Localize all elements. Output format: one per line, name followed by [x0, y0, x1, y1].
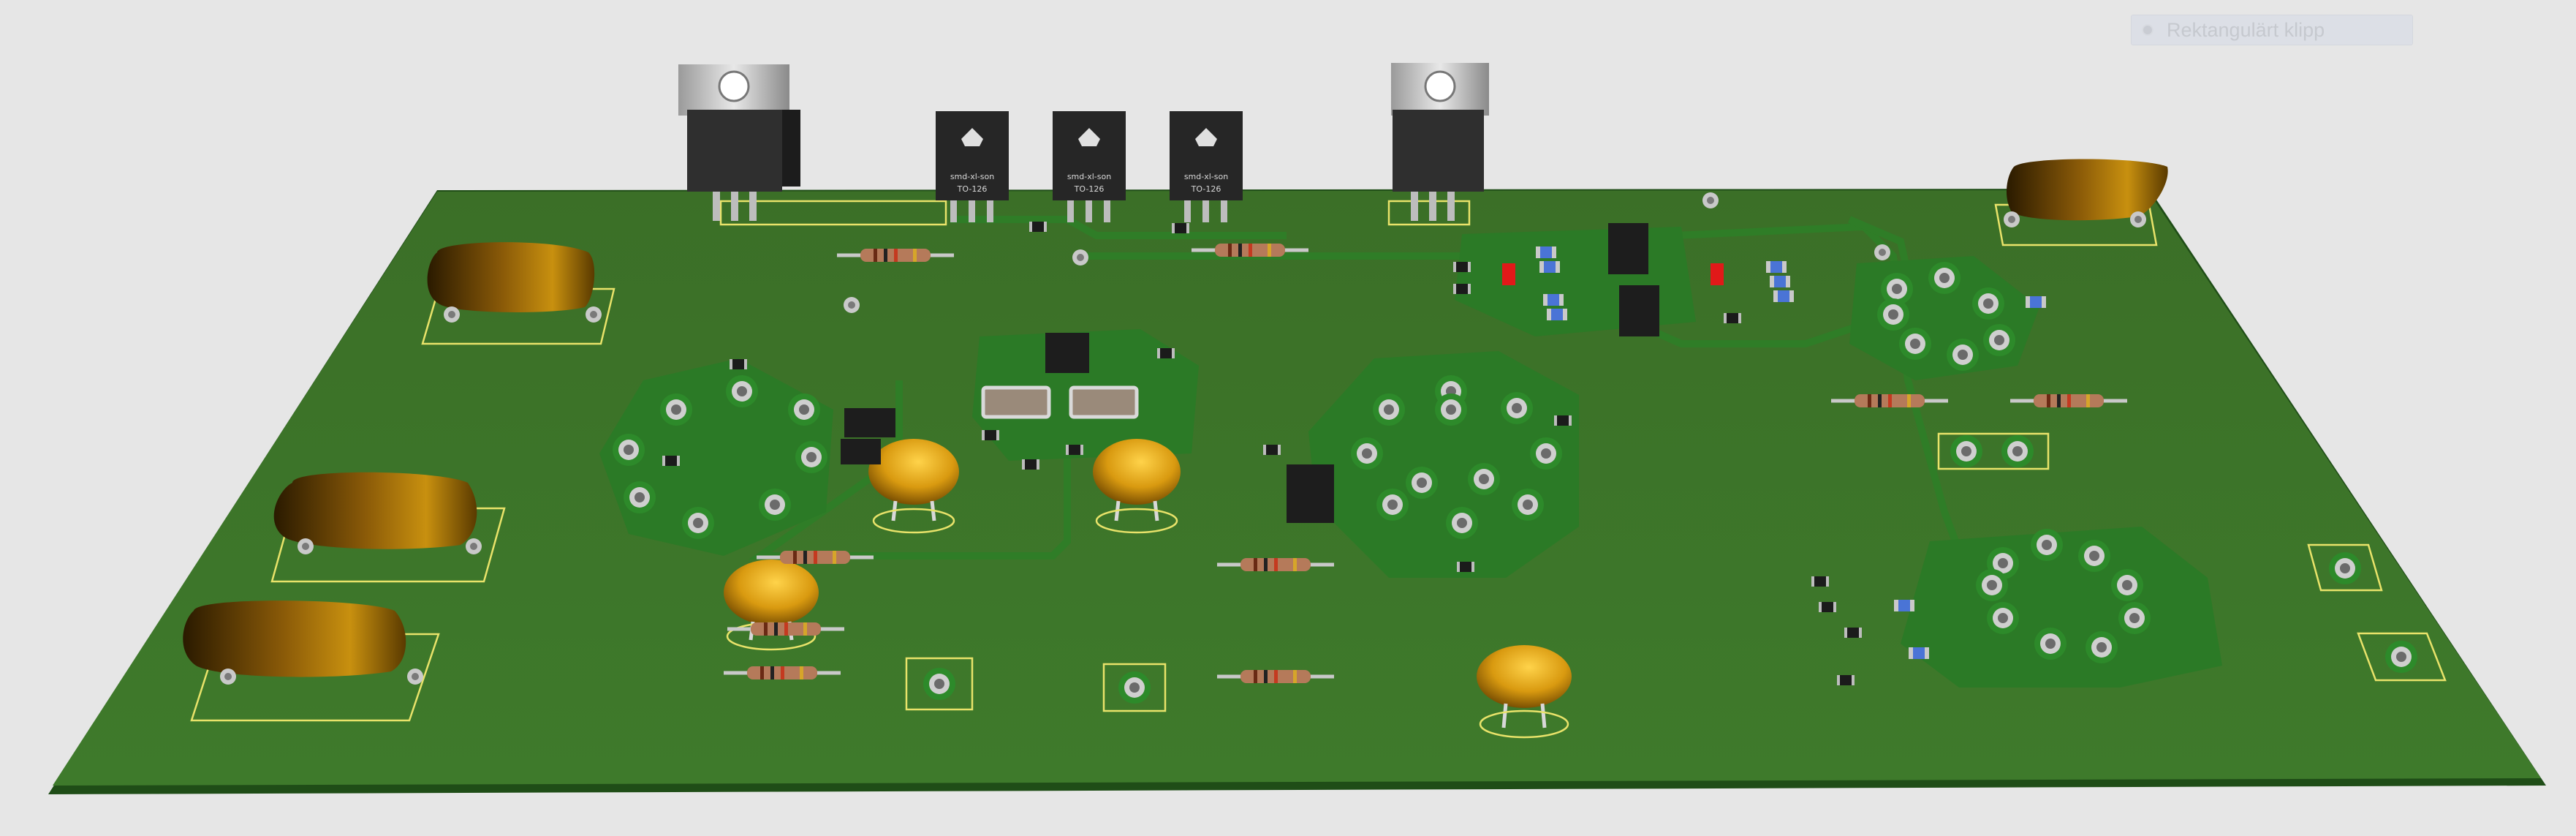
transistor-to126-1: smd-xl-son TO-126	[936, 111, 1009, 222]
transistor-2-label: smd-xl-son	[1067, 172, 1111, 181]
transistor-1-package: TO-126	[957, 184, 988, 194]
snip-mode-label: Rektangulärt klipp	[2167, 18, 2325, 41]
crystal-2	[273, 472, 477, 549]
transistor-3-label: smd-xl-son	[1184, 172, 1228, 181]
crystal-4	[2006, 159, 2168, 221]
transistor-to126-2: smd-xl-son TO-126	[1053, 111, 1126, 222]
regulator-left-to220	[678, 64, 800, 221]
capacitor-4	[1477, 645, 1572, 739]
regulator-right-to220	[1391, 63, 1489, 221]
transistor-1-label: smd-xl-son	[950, 172, 994, 181]
crystal-3	[183, 600, 406, 677]
capacitor-2	[1093, 439, 1181, 534]
capacitor-1	[868, 439, 959, 534]
transistor-to126-3: smd-xl-son TO-126	[1170, 111, 1243, 222]
transistor-3-package: TO-126	[1191, 184, 1221, 194]
smd-ics	[841, 223, 1659, 523]
transistor-2-package: TO-126	[1074, 184, 1105, 194]
rectangular-snip-button[interactable]: Rektangulärt klipp	[2131, 15, 2413, 45]
snip-mode-radio-icon	[2142, 24, 2153, 36]
crystal-1	[427, 242, 595, 312]
smd-passives	[662, 222, 2046, 685]
